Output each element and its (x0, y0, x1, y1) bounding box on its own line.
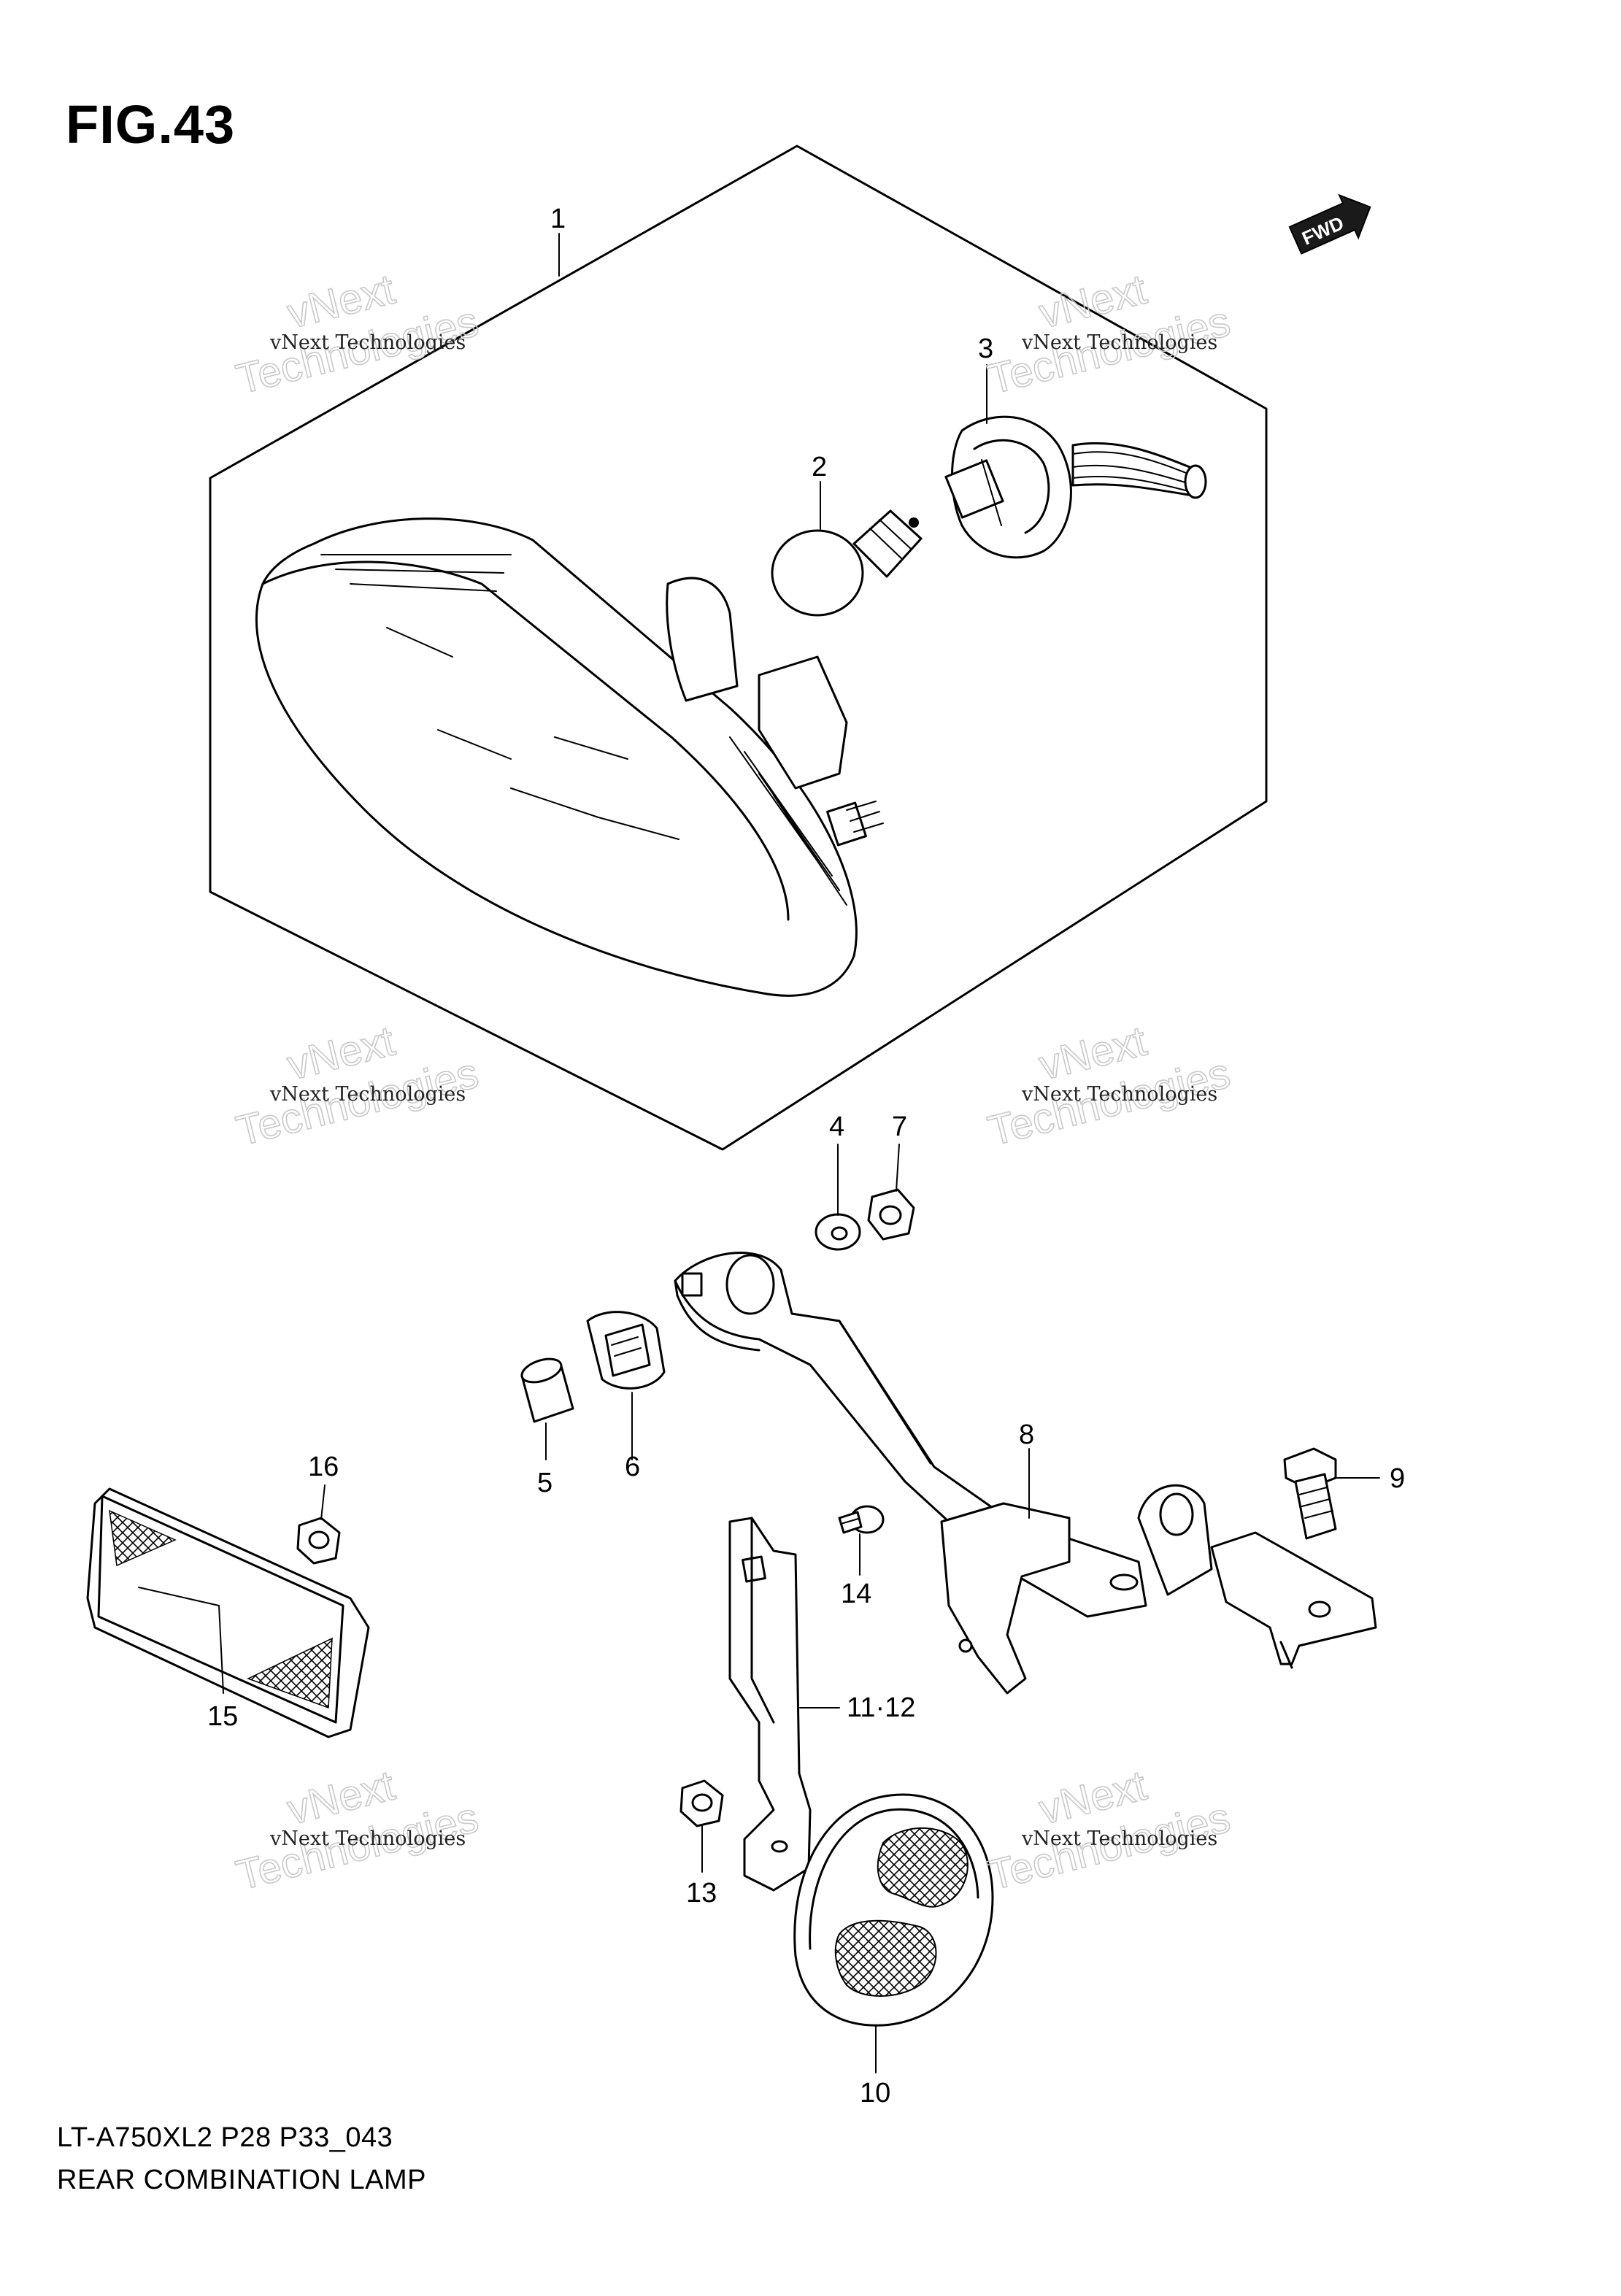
leader-lines (218, 233, 1380, 2073)
callout-3: 3 (978, 334, 993, 364)
watermark-small: vNext Technologies (1021, 331, 1217, 354)
rear-lamp-housing (255, 517, 884, 997)
nut-7 (867, 1188, 915, 1241)
fwd-arrow-icon: FWD (1288, 193, 1371, 255)
bulb (771, 509, 923, 617)
callout-7: 7 (892, 1112, 907, 1142)
callout-14: 14 (841, 1579, 871, 1609)
callout-labels: 1 2 3 4 7 5 6 8 9 16 14 15 11·12 13 10 (207, 204, 1405, 2108)
callout-8: 8 (1019, 1419, 1034, 1450)
callout-2: 2 (812, 452, 827, 482)
bolt-9 (1283, 1447, 1337, 1540)
watermark-small: vNext Technologies (1021, 1827, 1217, 1850)
figure-title: FIG.43 (66, 94, 236, 155)
nut-16 (296, 1517, 341, 1565)
callout-9: 9 (1390, 1463, 1405, 1494)
round-reflector (793, 1793, 994, 2027)
rect-reflector (86, 1487, 370, 1738)
watermark-small: vNext Technologies (269, 1827, 466, 1850)
collar (520, 1357, 574, 1423)
watermark-small: vNext Technologies (269, 331, 466, 354)
diagram-caption: REAR COMBINATION LAMP (57, 2165, 426, 2195)
grommet (586, 1311, 666, 1390)
callout-5: 5 (537, 1468, 552, 1498)
callout-10: 10 (860, 2078, 890, 2108)
watermark-small: vNext Technologies (1021, 1083, 1217, 1106)
screw-14 (838, 1505, 885, 1534)
washer (815, 1213, 861, 1251)
lamp-bracket (674, 1252, 1377, 1695)
nut-13 (679, 1779, 724, 1827)
socket-with-wire (944, 415, 1207, 559)
callout-1: 1 (550, 204, 566, 234)
callout-15: 15 (207, 1701, 238, 1732)
model-code: LT-A750XL2 P28 P33_043 (57, 2122, 393, 2153)
watermark-small: vNext Technologies (269, 1083, 466, 1106)
reflector-bracket (728, 1517, 812, 1892)
callout-13: 13 (686, 1878, 717, 1908)
callout-11-12: 11·12 (847, 1692, 915, 1723)
callout-6: 6 (625, 1452, 640, 1482)
callout-16: 16 (308, 1452, 339, 1482)
callout-4: 4 (829, 1112, 844, 1142)
assembly-box (209, 145, 1268, 1151)
